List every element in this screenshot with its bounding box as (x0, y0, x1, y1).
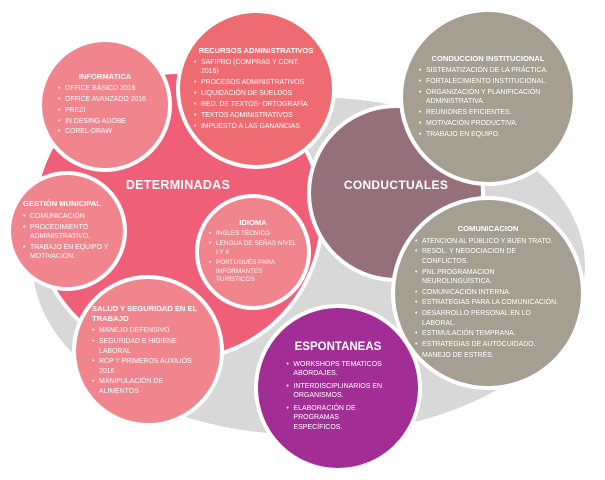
bullet-item: PORTUGUÉS PARA INFORMANTES TURÍSTICOS (209, 259, 297, 285)
circle-comunicacion: COMUNICACION ATENCION AL PÚBLICO Y BUEN … (391, 196, 585, 390)
circle-salud-seguridad: SALUD Y SEGURIDAD EN EL TRABAJO MANEJO D… (72, 275, 224, 427)
circle-recursos-administrativos-title: RECURSOS ADMINISTRATIVOS (198, 45, 314, 55)
circle-gestion-municipal-list: COMUNICACIÓNPROCEDIMIENTO ADMINISTRATIVO… (23, 212, 111, 263)
bullet-item: MANIPULACIÓN DE ALIMENTOS (92, 377, 204, 396)
circle-idioma: IDIOMA INGLES TÉCNICOLENGUA DE SEÑAS NIV… (195, 194, 311, 310)
bullet-item: TEXTOS ADMINISTRATIVOS (194, 111, 318, 121)
circle-comunicacion-list: ATENCION AL PÚBLICO Y BUEN TRATO.RESOL. … (415, 237, 561, 362)
bullet-item: TRABAJO EN EQUIPO. (419, 130, 557, 140)
bullet-item: PROCESOS ADMINISTRATIVOS (194, 78, 318, 88)
group-label-espontaneas: ESPONTANEAS (294, 340, 382, 353)
circle-salud-seguridad-title: SALUD Y SEGURIDAD EN EL TRABAJO (92, 304, 198, 323)
bullet-item: RCP Y PRIMEROS AUXILIOS 2016 (92, 357, 204, 376)
group-label-conductuales: CONDUCTUALES (343, 178, 449, 192)
circle-comunicacion-title: COMUNICACION (457, 224, 519, 234)
bullet-item: ESTRATEGIAS DE AUTOCUIDADO. (415, 340, 561, 350)
bullet-item: INGLES TÉCNICO (209, 230, 297, 239)
bullet-item: MOTIVACIÓN PRODUCTIVA. (419, 119, 557, 129)
bullet-item: TRABAJO EN EQUIPO Y MOTIVACIÓN. (23, 243, 111, 262)
bullet-item: MANEJO DE ESTRÉS. (415, 351, 561, 361)
bullet-item: ELABORACIÓN DE PROGRAMAS ESPECÍFICOS. (286, 404, 389, 432)
group-espontaneas-list: WORKSHOPS TEMATICOS ABORDAJES. INTERDISCI… (286, 360, 389, 435)
circle-idioma-list: INGLES TÉCNICOLENGUA DE SEÑAS NIVEL I Y … (209, 230, 297, 286)
bullet-item: SAFIPRO (COMPRAS Y CONT. 2016) (194, 58, 318, 77)
bullet-item: SISTEMATIZACIÓN DE LA PRÁCTICA. (419, 66, 557, 76)
bullet-item: PNL PROGRAMACION NEUROLINGÜÍSTICA. (415, 268, 561, 287)
bullet-item: PREZI (58, 106, 152, 116)
circle-informatica-list: OFFICE BÁSICO 2016OFFICE AVANZADO 2016PR… (58, 84, 152, 138)
bullet-item: ESTRATEGIAS PARA LA COMUNICACIÓN. (415, 298, 561, 308)
bullet-item: RESOL. Y NEGOCIACION DE CONFLICTOS. (415, 247, 561, 266)
bullet-item: LENGUA DE SEÑAS NIVEL I Y II (209, 240, 297, 257)
bullet-item: ESTIMULACIÓN TEMPRANA. (415, 329, 561, 339)
bullet-item: INTERDISCIPLINARIOS EN ORGANISMOS. (286, 382, 389, 401)
group-circle-espontaneas: ESPONTANEAS WORKSHOPS TEMATICOS ABORDAJE… (254, 304, 422, 472)
circle-conduccion-institucional-title: CONDUCCION INSTITUCIONAL (431, 53, 545, 63)
bullet-item: LIQUIDACIÓN DE SUELDOS (194, 89, 318, 99)
circle-conduccion-institucional: CONDUCCION INSTITUCIONAL SISTEMATIZACIÓN… (399, 8, 577, 186)
group-label-determinadas: DETERMINADAS (125, 178, 231, 192)
bullet-item: COMUNICACIÓN INTERNA. (415, 288, 561, 298)
bullet-item: DESARROLLO PERSONAL EN LO LABORAL. (415, 309, 561, 328)
bullet-item: PROCEDIMIENTO ADMINISTRATIVO. (23, 223, 111, 242)
circle-salud-seguridad-list: MANEJO DEFENSIVOSEGURIDAD E HIGIENE LABO… (92, 326, 204, 397)
bullet-item: ATENCION AL PÚBLICO Y BUEN TRATO. (415, 237, 561, 247)
circle-conduccion-institucional-list: SISTEMATIZACIÓN DE LA PRÁCTICA.FORTALECI… (419, 66, 557, 140)
bullet-item: IN DESING ADOBE (58, 117, 152, 127)
bullet-item: SEGURIDAD E HIGIENE LABORAL (92, 337, 204, 356)
bullet-item: COMUNICACIÓN (23, 212, 111, 222)
circle-gestion-municipal-title: GESTIÓN MUNICIPAL (23, 199, 101, 209)
circle-gestion-municipal: GESTIÓN MUNICIPAL COMUNICACIÓNPROCEDIMIE… (7, 171, 127, 291)
circle-recursos-administrativos-list: SAFIPRO (COMPRAS Y CONT. 2016)PROCESOS A… (194, 58, 318, 132)
circle-informatica: INFORMATICA OFFICE BÁSICO 2016OFFICE AVA… (38, 38, 172, 172)
bullet-item: OFFICE BÁSICO 2016 (58, 84, 152, 94)
bullet-item: OFFICE AVANZADO 2016 (58, 95, 152, 105)
bullet-item: MANEJO DEFENSIVO (92, 326, 204, 336)
bullet-item: ORGANIZACIÓN Y PLANIFICACIÓN ADMINISTRAT… (419, 88, 557, 107)
bullet-item: FORTALECIMIENTO INSTITUCIONAL. (419, 77, 557, 87)
circle-idioma-title: IDIOMA (239, 217, 267, 227)
circle-recursos-administrativos: RECURSOS ADMINISTRATIVOS SAFIPRO (COMPRA… (176, 9, 336, 169)
bullet-item: IMPUESTO A LAS GANANCIAS (194, 122, 318, 132)
bullet-item: WORKSHOPS TEMATICOS ABORDAJES. (286, 360, 389, 379)
bullet-item: RED. DE TEXTOS- ORTOGRAFÍA (194, 100, 318, 110)
bullet-item: COREL-DRAW (58, 127, 152, 137)
circle-informatica-title: INFORMATICA (78, 71, 132, 81)
bullet-item: REUNIONES EFICIENTES. (419, 108, 557, 118)
